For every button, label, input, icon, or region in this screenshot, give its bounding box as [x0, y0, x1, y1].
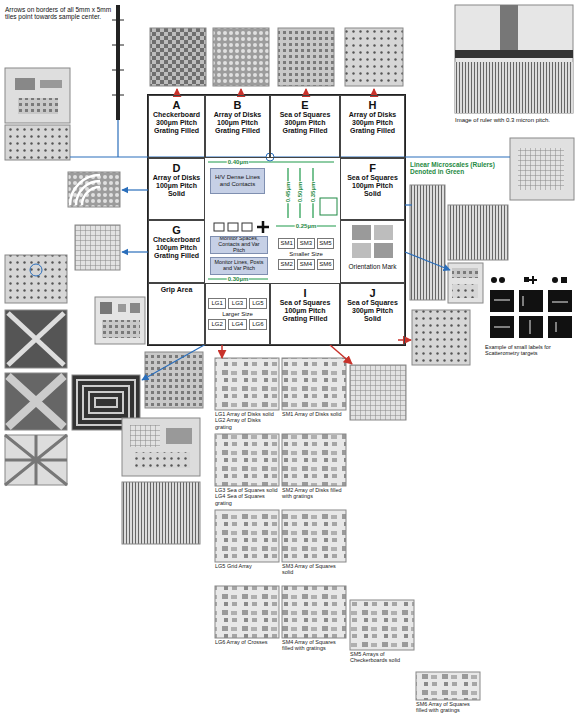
grip-cell: Grip Area — [148, 283, 205, 345]
box-label: H/V Dense Lines and Contacts — [213, 174, 262, 187]
tile-description: Sea of Squares 100µm Pitch Grating Fille… — [273, 299, 337, 323]
target-label: LG5 — [249, 298, 267, 309]
tile-cell: DArray of Disks 100µm Pitch Solid — [148, 158, 205, 220]
tile-letter: F — [343, 162, 402, 174]
tile-description: Checkerboard 100µm Pitch Grating Filled — [151, 236, 202, 260]
photo-caption: SM5 Arrays of Checkerboards solid — [350, 651, 414, 664]
target-label: SM2 — [278, 259, 295, 270]
shaded-box: H/V Dense Lines and Contacts — [210, 168, 265, 194]
tile-description: Sea of Squares 300µm Pitch Solid — [343, 299, 402, 323]
group-label: Smaller Size — [278, 251, 334, 258]
tile-letter: B — [208, 99, 267, 111]
tile-description: Sea of Squares 300µm Pitch Grating Fille… — [273, 111, 337, 135]
target-group: SM1SM3SM5Smaller SizeSM2SM4SM6 — [276, 232, 336, 276]
box-label: Orientation Mark — [343, 263, 402, 270]
target-label: SM3 — [297, 238, 314, 249]
orientation-cell: Orientation Mark — [340, 220, 405, 283]
photo-caption: SM1 Array of Disks solid — [282, 411, 346, 417]
shaded-box: Monitor Spaces, Contacts and Var Pitch — [210, 236, 268, 254]
tile-description: Array of Disks 100µm Pitch Grating Fille… — [208, 111, 267, 135]
photo-caption: SM4 Array of Squares filled with grating… — [282, 639, 346, 652]
photo-caption: SM6 Array of Squares filled with grating… — [416, 701, 480, 714]
photo-panel: LG3 Sea of Squares solid LG4 Sea of Squa… — [215, 434, 279, 506]
tile-letter: E — [273, 99, 337, 111]
tile-cell: ISea of Squares 100µm Pitch Grating Fill… — [270, 283, 340, 345]
photo-caption: LG3 Sea of Squares solid LG4 Sea of Squa… — [215, 487, 279, 506]
photo-panel: SM4 Array of Squares filled with grating… — [282, 586, 346, 652]
tile-description: Array of Disks 300µm Pitch Grating Fille… — [343, 111, 402, 135]
target-label: SM4 — [297, 259, 314, 270]
photo-caption: SM3 Array of Squares solid — [282, 563, 346, 576]
tile-cell: BArray of Disks 100µm Pitch Grating Fill… — [205, 95, 270, 158]
target-label: SM1 — [278, 238, 295, 249]
tile-cell: ACheckerboard 300µm Pitch Grating Filled — [148, 95, 205, 158]
tile-description: Array of Disks 100µm Pitch Solid — [151, 174, 202, 198]
photo-caption: LG5 Grid Array — [215, 563, 279, 569]
tile-cell: FSea of Squares 100µm Pitch Solid — [340, 158, 405, 220]
photo-panel: LG1 Array of Disks solid LG2 Array of Di… — [215, 358, 279, 430]
photo-panel: SM1 Array of Disks solid — [282, 358, 346, 417]
dimension-label: 0.30µm — [227, 276, 249, 283]
connector-arrow — [221, 345, 223, 358]
dimension-label: 0.35µm — [310, 181, 317, 203]
note-text: Arrows on borders of all 5mm x 5mm tiles… — [5, 6, 113, 21]
tile-cell: HArray of Disks 300µm Pitch Grating Fill… — [340, 95, 405, 158]
photo-panel: LG5 Grid Array — [215, 510, 279, 569]
tile-letter: A — [151, 99, 202, 111]
target-group: LG1LG3LG5Larger SizeLG2LG4LG6 — [205, 283, 270, 345]
target-label: LG3 — [228, 298, 246, 309]
target-label: LG6 — [249, 319, 267, 330]
dimension-label: 0.50µm — [297, 181, 304, 203]
tile-description: Sea of Squares 100µm Pitch Solid — [343, 174, 402, 198]
photo-panel: LG6 Array of Crosses — [215, 586, 279, 645]
tile-description: Checkerboard 300µm Pitch Grating Filled — [151, 111, 202, 135]
photo-caption: LG6 Array of Crosses — [215, 639, 279, 645]
photo-panel: SM6 Array of Squares filled with grating… — [416, 672, 480, 714]
tile-letter: H — [343, 99, 402, 111]
tile-cell: ESea of Squares 300µm Pitch Grating Fill… — [270, 95, 340, 158]
tile-letter: G — [151, 224, 202, 236]
tile-cell: GCheckerboard 100µm Pitch Grating Filled — [148, 220, 205, 283]
target-label: LG2 — [208, 319, 226, 330]
box-label: Monitor Lines, Posts and Var Pitch — [213, 260, 265, 272]
tile-letter: I — [273, 287, 337, 299]
photo-panel: SM2 Array of Disks filled with gratings — [282, 434, 346, 500]
photo-panel: SM5 Arrays of Checkerboards solid — [350, 600, 414, 664]
photo-caption: SM2 Array of Disks filled with gratings — [282, 487, 346, 500]
dimension-label: 0.25µm — [295, 223, 317, 230]
photo-caption: LG1 Array of Disks solid LG2 Array of Di… — [215, 411, 279, 430]
target-label: LG4 — [228, 319, 246, 330]
target-label: LG1 — [208, 298, 226, 309]
caption-text: Image of ruler with 0.3 micron pitch. — [455, 117, 573, 124]
target-label: SM5 — [317, 238, 334, 249]
target-label: SM6 — [317, 259, 334, 270]
dimension-label: 0.40µm — [227, 159, 249, 166]
group-label: Larger Size — [208, 311, 267, 318]
shaded-box: Monitor Lines, Posts and Var Pitch — [210, 257, 268, 275]
photo-panel: SM3 Array of Squares solid — [282, 510, 346, 576]
legend-note: Linear Microscales (Rulers) Denoted in G… — [410, 161, 508, 176]
dimension-label: 0.45µm — [285, 181, 292, 203]
box-label: Grip Area — [151, 286, 202, 294]
caption-text: Example of small labels for Scatterometr… — [485, 344, 573, 357]
tile-cell: JSea of Squares 300µm Pitch Solid — [340, 283, 405, 345]
box-label: Monitor Spaces, Contacts and Var Pitch — [213, 236, 265, 254]
tile-letter: D — [151, 162, 202, 174]
tile-letter: J — [343, 287, 402, 299]
